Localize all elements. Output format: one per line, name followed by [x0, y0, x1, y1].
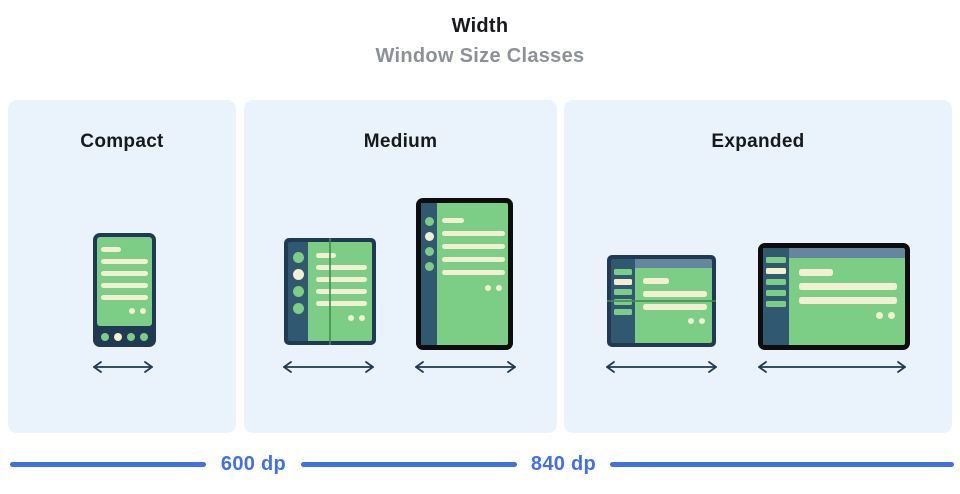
skeleton-line: [316, 265, 367, 270]
width-arrow: [756, 360, 908, 374]
panel-expanded-label: Expanded: [711, 131, 805, 152]
diagram-title: Width: [451, 15, 509, 37]
skeleton-line: [101, 259, 148, 264]
skeleton-line: [316, 301, 367, 306]
rail-dot: [292, 303, 304, 314]
screen-content: [789, 258, 905, 345]
panel-medium-label: Medium: [363, 131, 438, 152]
rail-item: [614, 299, 632, 305]
portrait-tablet-device: [416, 198, 513, 350]
tablet-screen: [437, 203, 508, 345]
panel-expanded: Expanded: [564, 100, 952, 433]
diagram-subtitle: Window Size Classes: [375, 45, 585, 67]
panel-compact: Compact: [8, 100, 236, 433]
breakpoint-label-600dp: 600 dp: [220, 453, 287, 475]
panel-medium: Medium: [244, 100, 557, 433]
top-app-bar: [789, 248, 905, 258]
skeleton-line: [101, 295, 148, 300]
rail-item: [766, 268, 786, 274]
rail-dot: [424, 262, 434, 271]
screen-content: [635, 268, 712, 343]
landscape-tablet-device: [758, 243, 910, 350]
nav-dot: [101, 332, 109, 341]
skeleton-line: [643, 291, 707, 297]
skeleton-dots: [799, 312, 897, 319]
skeleton-line: [442, 231, 505, 236]
nav-dot: [127, 332, 135, 341]
skeleton-line: [799, 297, 897, 304]
skeleton-dots: [442, 285, 505, 291]
breakpoint-ruler-segment: [10, 462, 206, 467]
panel-compact-label: Compact: [80, 131, 164, 152]
tablet-screen: [789, 248, 905, 345]
width-arrow: [281, 360, 376, 374]
rail-item: [614, 269, 632, 275]
skeleton-line: [643, 304, 707, 310]
phone-screen: [97, 237, 152, 326]
width-arrow: [91, 360, 155, 374]
rail-dot: [292, 286, 304, 297]
breakpoint-ruler-segment: [610, 462, 954, 467]
foldable-screen: [308, 242, 372, 341]
skeleton-line: [799, 269, 833, 276]
nav-dot: [140, 332, 148, 341]
skeleton-line: [101, 271, 148, 276]
rail-item: [766, 257, 786, 263]
skeleton-dots: [316, 315, 367, 321]
rail-dot: [424, 217, 434, 226]
rail-dot: [292, 269, 304, 280]
skeleton-line: [101, 247, 121, 252]
phone-device: [93, 233, 156, 347]
rail-item: [614, 309, 632, 315]
nav-rail: [288, 242, 308, 341]
foldable-screen: [635, 259, 712, 343]
top-app-bar: [635, 259, 712, 268]
skeleton-line: [643, 278, 669, 284]
phone-navbar: [97, 326, 152, 347]
rail-item: [614, 279, 632, 285]
open-foldable-device: [284, 238, 376, 345]
nav-rail: [763, 248, 789, 345]
rail-dot: [424, 232, 434, 241]
skeleton-line: [799, 283, 897, 290]
skeleton-line: [101, 283, 148, 288]
skeleton-dots: [101, 308, 148, 314]
rail-item: [766, 290, 786, 296]
nav-dot: [114, 332, 122, 341]
skeleton-line: [442, 270, 505, 275]
skeleton-dots: [643, 318, 707, 324]
fold-crease: [607, 300, 716, 302]
width-arrow: [604, 360, 719, 374]
skeleton-line: [316, 253, 336, 258]
skeleton-line: [442, 218, 464, 223]
fold-crease: [329, 238, 331, 345]
rail-item: [766, 279, 786, 285]
rail-item: [766, 301, 786, 307]
breakpoint-ruler-segment: [301, 462, 517, 467]
breakpoint-label-840dp: 840 dp: [530, 453, 597, 475]
skeleton-line: [316, 277, 367, 282]
skeleton-line: [442, 257, 505, 262]
diagram-header: Width Window Size Classes: [0, 15, 960, 68]
rail-dot: [292, 252, 304, 263]
landscape-foldable-device: [607, 255, 716, 347]
skeleton-line: [316, 289, 367, 294]
nav-rail: [421, 203, 437, 345]
width-arrow: [413, 360, 518, 374]
rail-item: [614, 289, 632, 295]
skeleton-line: [442, 244, 505, 249]
rail-dot: [424, 247, 434, 256]
